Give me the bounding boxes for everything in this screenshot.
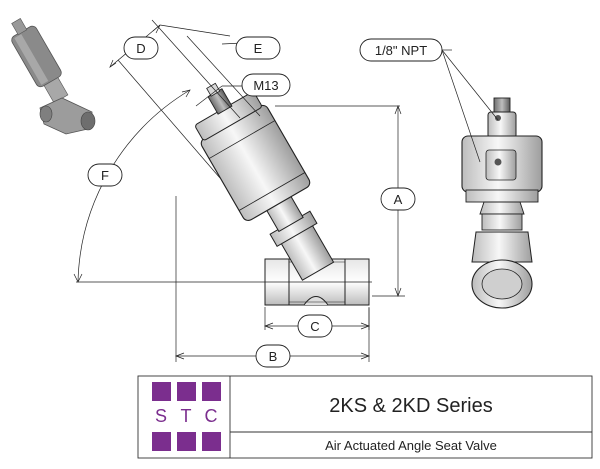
svg-text:1/8" NPT: 1/8" NPT (375, 43, 427, 58)
title-block: S T C 2KS & 2KD Series Air Actuated Angl… (137, 375, 593, 459)
svg-text:M13: M13 (253, 78, 278, 93)
valve-front-view (461, 97, 543, 309)
dim-label-b: B (255, 344, 291, 368)
svg-text:E: E (254, 41, 263, 56)
series-title: 2KS & 2KD Series (329, 395, 492, 417)
stc-logo: S T C (152, 382, 221, 451)
svg-text:D: D (136, 41, 145, 56)
subtitle: Air Actuated Angle Seat Valve (325, 438, 497, 453)
valve-thumbnail (11, 18, 96, 135)
dim-label-f: F (87, 163, 123, 187)
svg-text:B: B (269, 349, 278, 364)
logo-letter-s: S (155, 406, 167, 426)
dim-label-e: E (235, 36, 281, 60)
dim-label-d: D (123, 36, 159, 60)
logo-letter-c: C (205, 406, 218, 426)
svg-text:F: F (101, 168, 109, 183)
dim-label-c: C (297, 314, 333, 338)
logo-letter-t: T (181, 406, 192, 426)
dim-label-npt: 1/8" NPT (359, 38, 443, 62)
dim-label-a: A (380, 187, 416, 211)
valve-side-view (195, 82, 370, 306)
svg-text:A: A (394, 192, 403, 207)
svg-text:C: C (310, 319, 319, 334)
dim-label-m13: M13 (241, 73, 291, 97)
